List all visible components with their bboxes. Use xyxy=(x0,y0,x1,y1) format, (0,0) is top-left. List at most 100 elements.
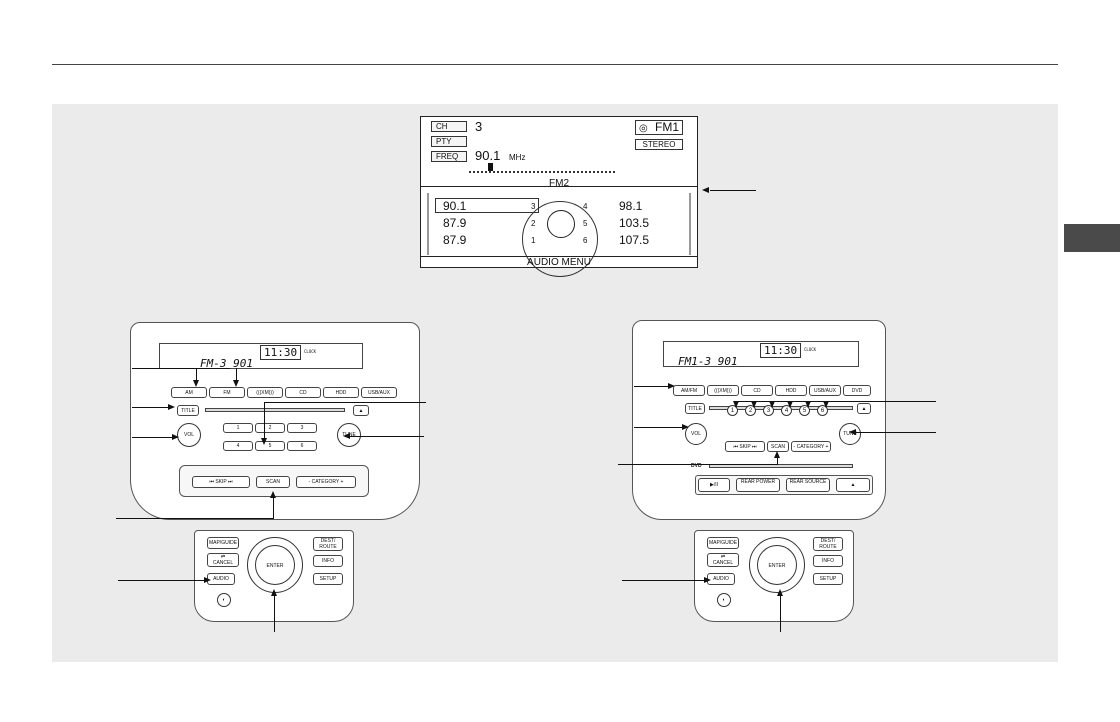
right-xm-button[interactable]: (((XM))) xyxy=(707,385,739,396)
right-rear-source-button[interactable]: REAR SOURCE xyxy=(786,478,830,492)
left-hdd-button[interactable]: HDD xyxy=(323,387,359,398)
left-scan-button[interactable]: SCAN xyxy=(256,476,290,488)
left-eject-button[interactable]: ▲ xyxy=(353,405,369,416)
left-title-button[interactable]: TITLE xyxy=(177,405,199,416)
audio-menu-label: AUDIO MENU xyxy=(421,256,697,269)
left-vol-knob[interactable]: VOL xyxy=(177,423,201,447)
arrow-tune-right xyxy=(849,429,856,435)
right-preset-4[interactable]: 4 xyxy=(781,405,792,416)
right-dvd-eject-button[interactable]: ▲ xyxy=(836,478,870,492)
right-title-button[interactable]: TITLE xyxy=(685,403,705,414)
preset-num-6: 6 xyxy=(583,236,588,245)
right-play-pause-button[interactable]: ▶/II xyxy=(698,478,730,492)
left-setup-button[interactable]: SETUP xyxy=(313,573,343,585)
stripe-left xyxy=(427,193,429,255)
left-category-button[interactable]: - CATEGORY + xyxy=(296,476,356,488)
right-cd-button[interactable]: CD xyxy=(741,385,773,396)
leader-scan-right-v xyxy=(777,458,778,464)
left-preset-4[interactable]: 4 xyxy=(223,441,253,451)
right-vol-knob[interactable]: VOL xyxy=(685,423,707,445)
selected-preset-box xyxy=(435,198,539,213)
leader-audio-right xyxy=(622,580,706,581)
right-category-button[interactable]: - CATEGORY + xyxy=(791,441,831,452)
right-enter-button[interactable]: ENTER xyxy=(757,545,797,585)
leader-scan-left-v xyxy=(273,498,274,518)
back-arrow-icon: ⇄ xyxy=(720,554,726,560)
right-cancel-button[interactable]: ⇄CANCEL xyxy=(707,553,739,567)
audio-screen: CH 3 PTY FREQ 90.1 MHz ◎ FM1 STEREO FM2 … xyxy=(420,116,698,277)
left-preset-6[interactable]: 6 xyxy=(287,441,317,451)
left-preset-3[interactable]: 3 xyxy=(287,423,317,433)
leader-tune-right xyxy=(856,432,936,433)
arrow-screen xyxy=(702,187,709,193)
leader-scan-right xyxy=(618,464,778,465)
right-voice-button[interactable]: ◐ xyxy=(717,593,731,607)
right-am-fm-button[interactable]: AM/FM xyxy=(673,385,705,396)
right-dest-route-button[interactable]: DEST/ ROUTE xyxy=(813,537,843,551)
left-dest-route-button[interactable]: DEST/ ROUTE xyxy=(313,537,343,551)
arrow-presets-left xyxy=(261,438,267,445)
voice-icon: ◐ xyxy=(222,597,226,603)
left-skip-button[interactable]: ⏮ SKIP ⏭ xyxy=(192,476,250,488)
right-usb-aux-button[interactable]: USB/AUX xyxy=(809,385,841,396)
left-fm-button[interactable]: FM xyxy=(209,387,245,398)
right-dvd-button[interactable]: DVD xyxy=(843,385,871,396)
right-hdd-button[interactable]: HDD xyxy=(775,385,807,396)
right-info-button[interactable]: INFO xyxy=(813,555,843,567)
arrow-dial-right xyxy=(777,589,783,596)
right-skip-button[interactable]: ⏮ SKIP ⏭ xyxy=(725,441,765,452)
left-clock: 11:30 xyxy=(260,345,302,360)
left-preset-2[interactable]: 2 xyxy=(255,423,285,433)
right-preset-3[interactable]: 3 xyxy=(763,405,774,416)
arrow-scan-right xyxy=(774,451,780,458)
arrow-preset-3-right xyxy=(769,401,775,408)
preset-num-1: 1 xyxy=(531,236,536,245)
eject-icon: ▲ xyxy=(850,482,856,488)
leader-left-1b xyxy=(236,368,237,380)
left-map-guide-button[interactable]: MAP/GUIDE xyxy=(207,537,239,549)
left-info-button[interactable]: INFO xyxy=(313,555,343,567)
arrow-preset-4-right xyxy=(787,401,793,408)
left-cancel-button[interactable]: ⇄CANCEL xyxy=(207,553,239,567)
radio-icon: ◎ xyxy=(639,123,648,134)
left-display: 11:30 CLOCK FM-3 901 xyxy=(159,343,363,370)
left-am-button[interactable]: AM xyxy=(171,387,207,398)
right-eject-button[interactable]: ▲ xyxy=(857,403,871,414)
pty-label: PTY xyxy=(431,136,467,147)
left-enter-button[interactable]: ENTER xyxy=(255,545,295,585)
left-audio-button[interactable]: AUDIO xyxy=(207,573,235,585)
ch-value: 3 xyxy=(475,119,483,134)
left-preset-1[interactable]: 1 xyxy=(223,423,253,433)
freq-unit: MHz xyxy=(509,153,526,162)
right-rear-controls: ▶/II REAR POWER REAR SOURCE ▲ xyxy=(695,475,873,495)
preset-freq-2: 87.9 xyxy=(443,216,467,230)
head-unit-right: 11:30 CLOCK FM1-3 901 AM/FM (((XM))) CD … xyxy=(632,320,886,520)
arrow-tune-left xyxy=(343,433,350,439)
leader-audio-left xyxy=(118,580,206,581)
screen-info-area xyxy=(421,117,697,187)
right-display: 11:30 CLOCK FM1-3 901 xyxy=(663,341,859,368)
arrow-preset-6-right xyxy=(823,401,829,408)
right-preset-6[interactable]: 6 xyxy=(817,405,828,416)
right-audio-button[interactable]: AUDIO xyxy=(707,573,735,585)
right-setup-button[interactable]: SETUP xyxy=(813,573,843,585)
left-cd-button[interactable]: CD xyxy=(285,387,321,398)
right-rear-power-button[interactable]: REAR POWER xyxy=(736,478,780,492)
freq-label: FREQ xyxy=(431,151,467,162)
left-usb-aux-button[interactable]: USB/AUX xyxy=(361,387,397,398)
arrow-preset-1-right xyxy=(733,401,739,408)
right-preset-5[interactable]: 5 xyxy=(799,405,810,416)
right-preset-2[interactable]: 2 xyxy=(745,405,756,416)
leader-vol-left xyxy=(132,437,172,438)
right-map-guide-button[interactable]: MAP/GUIDE xyxy=(707,537,739,549)
right-preset-1[interactable]: 1 xyxy=(727,405,738,416)
header-rule xyxy=(52,64,1058,65)
preset-num-2: 2 xyxy=(531,219,536,228)
left-preset-5[interactable]: 5 xyxy=(255,441,285,451)
arrow-audio-left xyxy=(204,577,211,583)
preset-freq-6: 107.5 xyxy=(619,233,650,247)
band-tab: FM2 xyxy=(549,178,569,189)
left-xm-button[interactable]: (((XM))) xyxy=(247,387,283,398)
left-voice-button[interactable]: ◐ xyxy=(217,593,231,607)
head-unit-left: 11:30 CLOCK FM-3 901 AM FM (((XM))) CD H… xyxy=(130,322,420,520)
